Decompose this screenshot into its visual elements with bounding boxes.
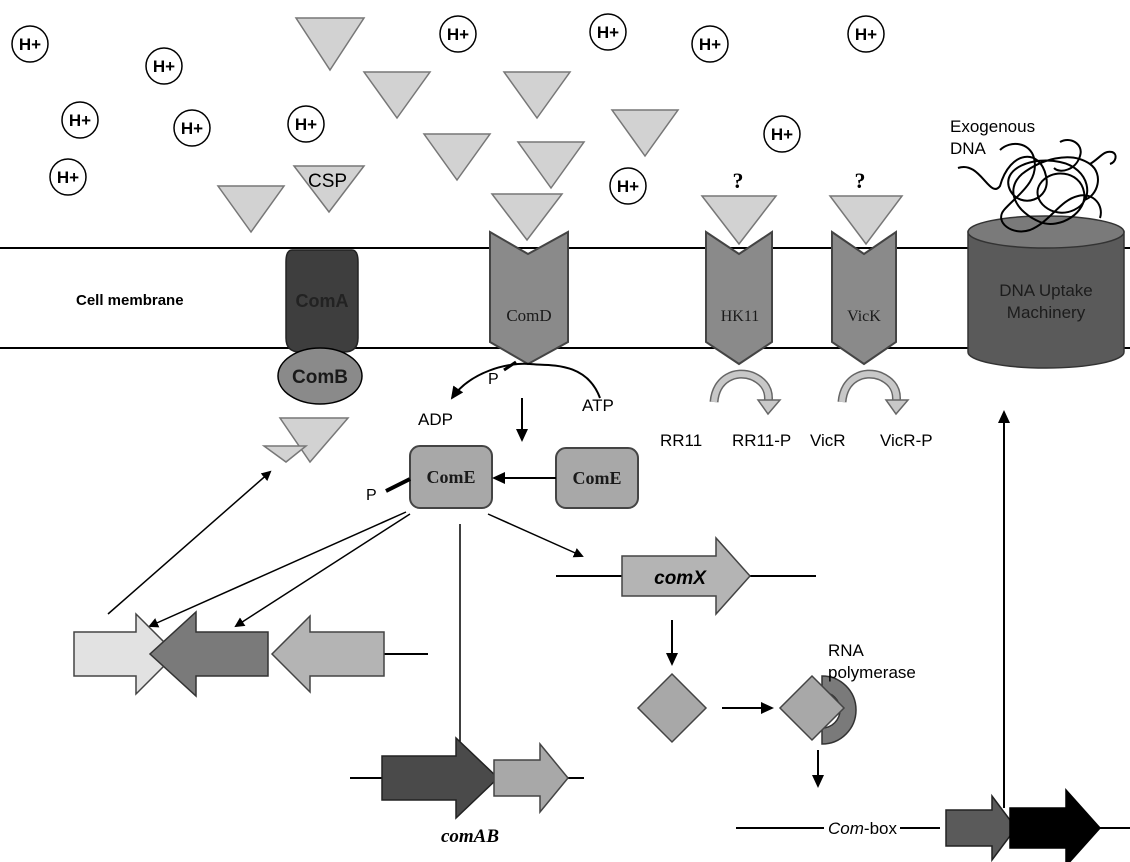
csp-label: CSP xyxy=(308,171,347,192)
svg-text:H+: H+ xyxy=(771,125,793,144)
come-phosphate-label: P xyxy=(366,487,377,504)
svg-text:VicK: VicK xyxy=(847,308,881,325)
proton: H+ xyxy=(764,116,800,152)
come-unphosphorylated: ComE xyxy=(556,448,638,508)
csp-triangle xyxy=(612,110,678,156)
left-operon xyxy=(74,612,428,696)
comb-protein: ComB xyxy=(278,348,362,404)
vick-receptor: VicK xyxy=(832,232,896,364)
svg-text:ComB: ComB xyxy=(292,367,348,388)
adp-label: ADP xyxy=(418,410,453,429)
come-phosphorylated: ComE xyxy=(410,446,492,508)
exogenous-dna-label-2: DNA xyxy=(950,139,987,158)
svg-text:H+: H+ xyxy=(295,115,317,134)
csp-triangle xyxy=(424,134,490,180)
proton: H+ xyxy=(848,16,884,52)
svg-text:Machinery: Machinery xyxy=(1007,303,1086,322)
proton: H+ xyxy=(692,26,728,62)
dna-uptake-machinery: DNA Uptake Machinery xyxy=(968,216,1124,368)
comab-operon xyxy=(350,738,584,818)
rna-polymerase-label-1: RNA xyxy=(828,641,865,660)
proton: H+ xyxy=(146,48,182,84)
gene-arrow-medium-light xyxy=(272,616,384,692)
comd-receptor: ComD xyxy=(490,232,568,364)
svg-text:DNA Uptake: DNA Uptake xyxy=(999,281,1093,300)
come-to-comx-arrow xyxy=(488,514,582,556)
csp-triangle xyxy=(264,446,306,462)
vicrp-label: VicR-P xyxy=(880,431,933,450)
exogenous-dna-label-1: Exogenous xyxy=(950,117,1035,136)
csp-triangle xyxy=(218,186,284,232)
proton: H+ xyxy=(174,110,210,146)
operon-to-csp-arrow xyxy=(108,472,270,614)
proton-group: H+ H+ H+ H+ H+ H+ H+ H+ H+ H+ H+ H+ xyxy=(12,14,884,204)
svg-text:H+: H+ xyxy=(699,35,721,54)
comab-label: comAB xyxy=(441,826,499,847)
svg-text:ComD: ComD xyxy=(506,306,551,325)
coma-gene-arrow xyxy=(382,738,498,818)
late-gene-arrow-black xyxy=(1010,790,1100,862)
svg-text:H+: H+ xyxy=(181,119,203,138)
svg-text:H+: H+ xyxy=(57,168,79,187)
rr11-label: RR11 xyxy=(660,431,702,450)
rr11p-label: RR11-P xyxy=(732,431,791,450)
svg-text:ComE: ComE xyxy=(573,468,622,488)
coma-transporter: ComA xyxy=(286,250,358,352)
hk11-question-mark: ? xyxy=(733,168,744,193)
svg-text:H+: H+ xyxy=(617,177,639,196)
vick-question-mark: ? xyxy=(855,168,866,193)
proton: H+ xyxy=(12,26,48,62)
svg-text:H+: H+ xyxy=(153,57,175,76)
svg-text:H+: H+ xyxy=(597,23,619,42)
svg-text:ComA: ComA xyxy=(296,291,349,311)
csp-triangle xyxy=(364,72,430,118)
comb-gene-arrow xyxy=(494,744,568,812)
atp-to-adp-arrow xyxy=(452,364,600,398)
rna-polymerase-label-2: polymerase xyxy=(828,663,916,682)
comd-phosphate-label: P xyxy=(488,371,499,388)
csp-triangle xyxy=(504,72,570,118)
late-gene-arrow-gray xyxy=(946,796,1016,860)
svg-text:H+: H+ xyxy=(19,35,41,54)
atp-label: ATP xyxy=(582,396,614,415)
proton: H+ xyxy=(62,102,98,138)
late-gene-operon xyxy=(736,790,1130,862)
membrane-label: Cell membrane xyxy=(76,292,184,309)
hk11-receptor: HK11 xyxy=(706,232,772,364)
proton: H+ xyxy=(50,159,86,195)
svg-text:HK11: HK11 xyxy=(721,308,760,325)
svg-text:ComE: ComE xyxy=(427,467,476,487)
proton: H+ xyxy=(288,106,324,142)
rr11-phosphorylation-arrow xyxy=(714,374,780,414)
comx-sigma-diamond xyxy=(638,674,706,742)
come-to-operon-arrow-1 xyxy=(150,512,406,626)
csp-triangle xyxy=(296,18,364,70)
csp-triangle xyxy=(518,142,584,188)
come-to-operon-arrow-2 xyxy=(236,514,410,626)
svg-text:H+: H+ xyxy=(447,25,469,44)
proton: H+ xyxy=(590,14,626,50)
proton: H+ xyxy=(610,168,646,204)
rna-polymerase-complex xyxy=(780,676,856,744)
come-phosphate-bond xyxy=(386,479,410,491)
vicr-phosphorylation-arrow xyxy=(842,374,908,414)
combox-label: Com-box xyxy=(828,819,897,838)
svg-text:H+: H+ xyxy=(69,111,91,130)
vicr-label: VicR xyxy=(810,431,846,450)
svg-text:comX: comX xyxy=(654,568,707,589)
gene-arrow-dark xyxy=(150,612,268,696)
comx-gene: comX xyxy=(556,538,816,614)
proton: H+ xyxy=(440,16,476,52)
csp-triangle xyxy=(492,194,562,240)
svg-text:H+: H+ xyxy=(855,25,877,44)
